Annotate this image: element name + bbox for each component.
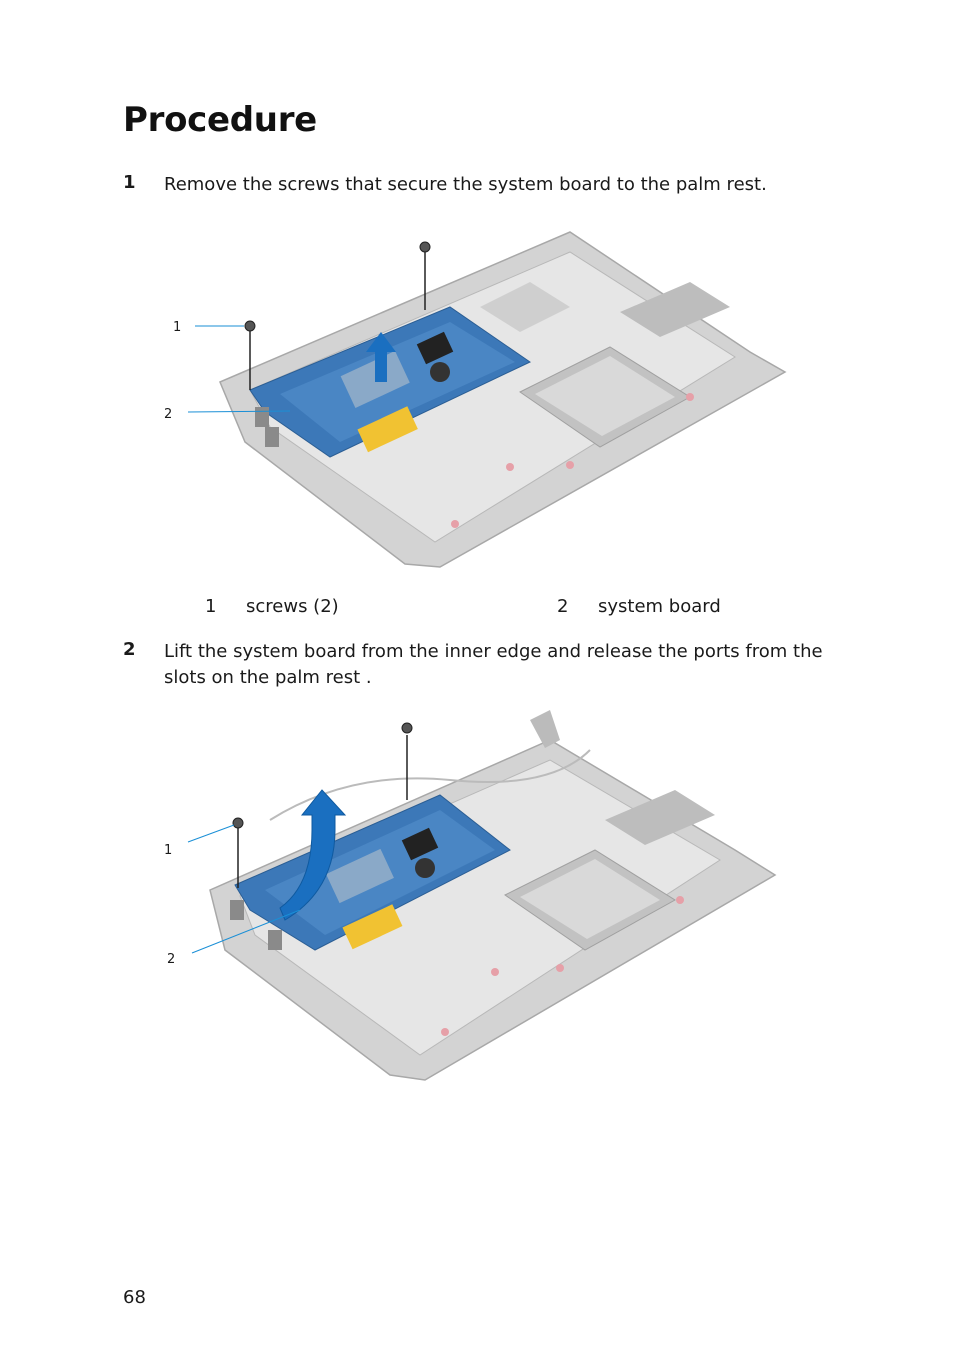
screw-icon bbox=[419, 241, 431, 310]
legend-number: 2 bbox=[557, 596, 569, 617]
screw-icon bbox=[232, 817, 244, 888]
curved-lift-arrow-icon bbox=[279, 789, 347, 921]
page-number: 68 bbox=[123, 1287, 146, 1308]
figure-remove-screws: 1 2 bbox=[164, 231, 787, 568]
system-board-illustration bbox=[230, 794, 511, 951]
page-title: Procedure bbox=[123, 100, 317, 140]
legend-label: system board bbox=[598, 596, 721, 617]
callout-2: 2 bbox=[167, 952, 175, 967]
step-number: 1 bbox=[123, 172, 136, 193]
legend-label: screws (2) bbox=[246, 596, 339, 617]
palm-rest-illustration bbox=[209, 710, 777, 1081]
step-number: 2 bbox=[123, 639, 136, 660]
callout-1: 1 bbox=[164, 843, 172, 858]
screw-icon bbox=[401, 722, 413, 800]
lift-arrow-icon bbox=[366, 332, 396, 382]
screw-icon bbox=[244, 320, 256, 390]
palm-rest-illustration bbox=[219, 231, 787, 568]
figure-lift-system-board: 1 2 bbox=[164, 710, 777, 1081]
step-text: Lift the system board from the inner edg… bbox=[164, 641, 823, 688]
callout-1: 1 bbox=[173, 320, 181, 335]
step-text: Remove the screws that secure the system… bbox=[164, 174, 767, 195]
legend-number: 1 bbox=[205, 596, 217, 617]
callout-2: 2 bbox=[164, 407, 172, 422]
